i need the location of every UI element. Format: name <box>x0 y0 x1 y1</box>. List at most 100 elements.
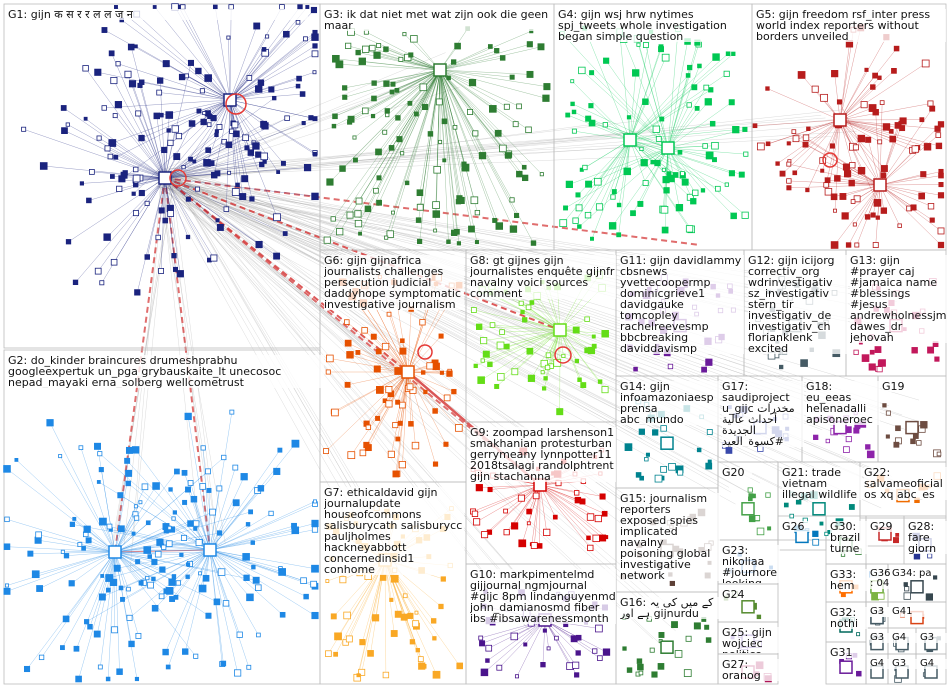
hub-node-g25 <box>741 634 755 648</box>
edge <box>213 99 231 176</box>
node-g8 <box>544 364 551 371</box>
node-g9 <box>574 496 582 504</box>
edge <box>435 69 441 206</box>
node-g8 <box>601 386 609 394</box>
edge <box>539 484 591 518</box>
edge <box>114 551 209 616</box>
edge <box>229 25 257 101</box>
edge <box>109 526 211 551</box>
edge <box>623 39 669 149</box>
node-g9 <box>511 522 519 530</box>
edge <box>159 92 231 101</box>
edge <box>782 119 841 174</box>
edge <box>155 52 446 173</box>
node-g3 <box>468 225 475 233</box>
node-g11 <box>704 337 712 345</box>
node-g1 <box>216 124 223 130</box>
node-g15 <box>656 562 661 568</box>
node-g1 <box>116 185 123 192</box>
node-g8 <box>526 347 534 355</box>
node-g5 <box>823 182 829 188</box>
node-g10 <box>568 591 575 598</box>
edge <box>85 68 166 179</box>
node-g4 <box>687 64 693 71</box>
node-g6 <box>348 292 357 301</box>
edge <box>229 45 316 101</box>
edge <box>229 99 238 185</box>
node-g3 <box>474 209 481 216</box>
node-g7 <box>440 576 446 582</box>
edge <box>114 551 196 657</box>
node-g10 <box>562 596 568 602</box>
node-g4 <box>725 51 731 57</box>
node-g5 <box>934 125 941 132</box>
node-g4 <box>582 25 588 31</box>
edge <box>629 139 683 174</box>
edge <box>209 549 223 665</box>
edge <box>822 160 881 186</box>
edge <box>334 69 441 117</box>
node-g7 <box>432 636 437 641</box>
hub-node-g36 <box>870 580 884 594</box>
node-g15 <box>689 513 696 521</box>
node-g18 <box>827 415 833 422</box>
node-g2 <box>98 593 106 601</box>
node-g3 <box>526 70 534 78</box>
edge <box>229 99 237 193</box>
edge <box>834 73 841 121</box>
node-g5 <box>864 67 869 72</box>
node-g10 <box>556 591 561 596</box>
node-g4 <box>623 167 631 176</box>
node-g10 <box>592 648 598 654</box>
node-g5 <box>797 71 806 79</box>
node-g8 <box>574 358 580 364</box>
node-g19 <box>920 421 928 429</box>
edge <box>839 103 931 121</box>
node-g4 <box>594 177 602 186</box>
edge <box>629 139 727 185</box>
edge <box>170 489 211 551</box>
edge <box>581 139 631 170</box>
node-g14 <box>705 462 713 470</box>
edge <box>114 506 137 553</box>
edge <box>439 69 542 175</box>
hub-node-g4y <box>895 636 909 651</box>
edge <box>209 549 314 585</box>
node-g1 <box>255 240 263 249</box>
edge <box>209 549 251 598</box>
node-g20 <box>747 487 753 493</box>
edge <box>486 329 561 355</box>
node-g5 <box>756 142 765 151</box>
node-g13 <box>902 327 907 332</box>
node-g3 <box>526 41 533 48</box>
edge <box>113 80 166 179</box>
edge <box>114 551 222 573</box>
node-g8 <box>540 359 548 368</box>
edge <box>788 184 881 189</box>
node-g2 <box>131 531 136 536</box>
node-g2 <box>97 451 103 457</box>
node-g1 <box>231 121 239 129</box>
node-g2 <box>106 523 113 530</box>
edge <box>117 549 211 569</box>
edge <box>439 69 507 107</box>
node-g2 <box>161 544 167 550</box>
edge <box>114 549 211 553</box>
node-g6 <box>434 282 439 287</box>
node-g1 <box>225 141 233 149</box>
node-g3 <box>432 210 441 218</box>
node-g7 <box>409 639 416 645</box>
node-g2 <box>216 530 223 536</box>
edge <box>575 139 631 221</box>
node-g2 <box>27 550 34 557</box>
node-g10 <box>478 635 484 641</box>
node-g5 <box>806 126 811 131</box>
node-g4 <box>741 211 749 219</box>
node-g13 <box>932 341 939 347</box>
node-g1 <box>259 161 265 168</box>
edge <box>794 119 841 173</box>
node-g2 <box>242 553 250 561</box>
edge <box>181 76 231 101</box>
edge <box>542 619 546 665</box>
node-g16 <box>683 669 692 677</box>
